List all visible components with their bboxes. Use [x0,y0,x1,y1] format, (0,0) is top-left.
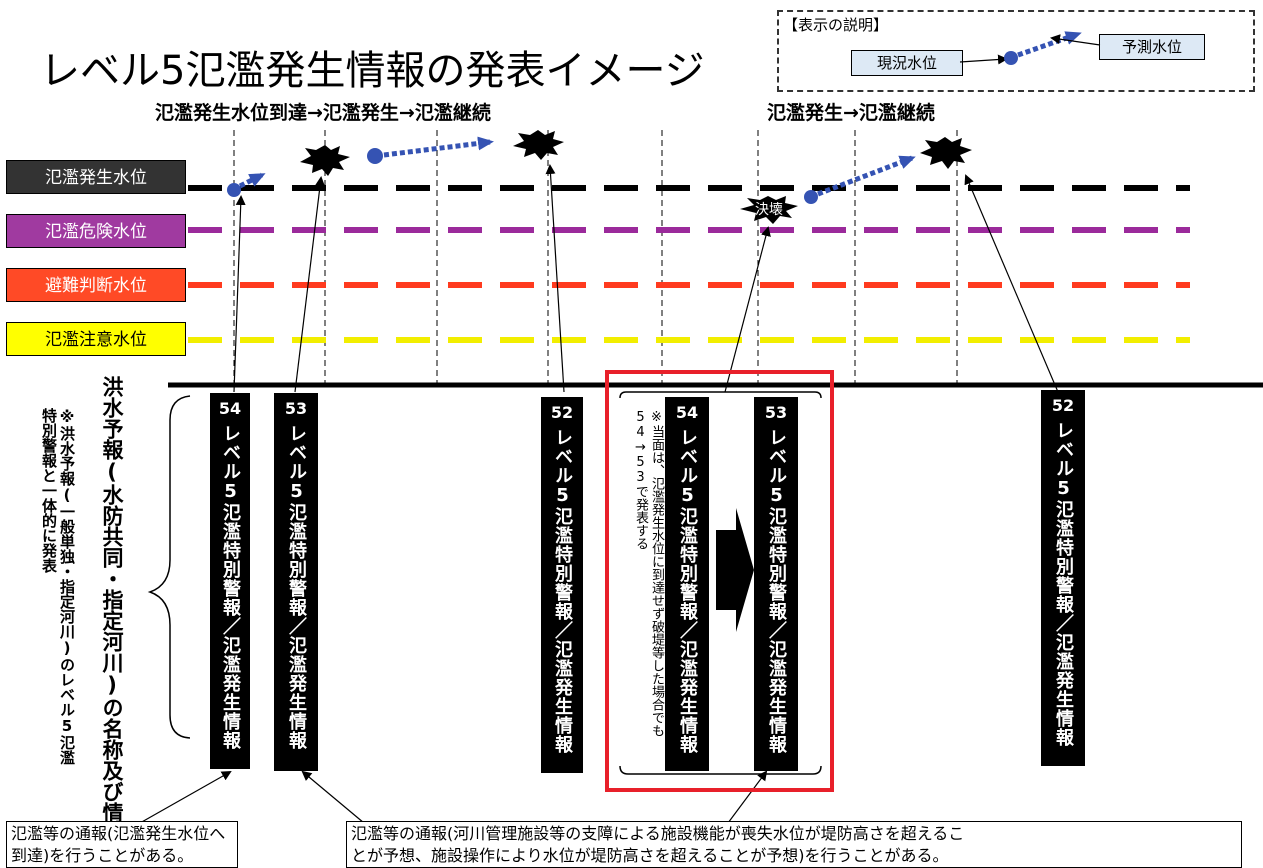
info-box-text: レベル5氾濫特別警報／氾濫発生情報 [552,428,573,754]
info-box-number: 52 [550,403,574,422]
info-box-number: 53 [764,403,788,422]
red-box-note: ※当面は、氾濫発生水位に到達せず破堤等した場合でも54→53で発表する [633,410,664,737]
water-level-markers [227,136,916,204]
note-right-line-1: 氾濫等の通報(河川管理施設等の支障による施設機能が喪失水位が堤防高さを超えるこ [351,824,965,843]
level-label-flood-danger: 氾濫危険水位 [6,214,186,248]
legend-title: 【表示の説明】 [783,16,889,34]
level-label-flood-occur: 氾濫発生水位 [6,160,186,194]
info-box-text: レベル5氾濫特別警報／氾濫発生情報 [766,428,787,754]
info-box-54-left: 54 レベル5氾濫特別警報／氾濫発生情報 [210,393,250,769]
section-title-left: 氾濫発生水位到達→氾濫発生→氾濫継続 [155,102,491,124]
info-box-54-red: 54 レベル5氾濫特別警報／氾濫発生情報 [665,397,709,771]
level-label-evac-judge: 避難判断水位 [6,268,186,302]
info-box-53-red: 53 レベル5氾濫特別警報／氾濫発生情報 [754,397,798,771]
inner-bracket-bottom [619,765,822,775]
note-right: 氾濫等の通報(河川管理施設等の支障による施設機能が喪失水位が堤防高さを超えるこ … [346,821,1242,868]
info-box-number: 52 [1051,396,1075,415]
info-box-text: レベル5氾濫特別警報／氾濫発生情報 [220,424,241,750]
legend-forecast-label: 予測水位 [1099,34,1205,60]
kekkai-label: 決壊 [755,202,783,218]
info-box-52-right: 52 レベル5氾濫特別警報／氾濫発生情報 [1041,390,1085,766]
note-right-line-2: とが予想、施設操作により水位が堤防高さを超えることが予想)を行うことがある。 [351,846,949,865]
info-box-52-left: 52 レベル5氾濫特別警報／氾濫発生情報 [541,397,583,773]
level-label-flood-caution: 氾濫注意水位 [6,322,186,356]
legend-box: 【表示の説明】 現況水位 予測水位 [777,10,1255,92]
side-note: ※洪水予報(一般単独・指定河川)のレベル5氾濫特別警報と一体的に発表 [40,408,76,765]
legend-current-label: 現況水位 [851,50,963,76]
info-box-text: レベル5氾濫特別警報／氾濫発生情報 [677,428,698,754]
side-heading: 洪水予報(水防共同・指定河川)の名称及び情報名 [100,376,124,865]
info-box-number: 53 [284,399,308,418]
info-box-53-left: 53 レベル5氾濫特別警報／氾濫発生情報 [274,393,318,771]
section-title-right: 氾濫発生→氾濫継続 [767,102,935,124]
note-left-line-1: 氾濫等の通報(氾濫発生水位へ [11,824,226,843]
transition-arrow [716,508,754,632]
note-left: 氾濫等の通報(氾濫発生水位へ 到達)を行うことがある。 [6,821,238,868]
note-left-line-2: 到達)を行うことがある。 [11,846,194,865]
info-box-number: 54 [675,403,699,422]
info-box-text: レベル5氾濫特別警報／氾濫発生情報 [286,424,307,750]
pointer-arrows [139,164,1059,824]
legend-graphic [959,31,1101,65]
left-brace [147,395,191,739]
inner-bracket-top [619,391,822,399]
flood-burst-shapes [300,130,972,224]
page-title: レベル5氾濫発生情報の発表イメージ [40,48,705,94]
red-highlight-frame [605,370,834,792]
info-box-text: レベル5氾濫特別警報／氾濫発生情報 [1053,421,1074,747]
info-box-number: 54 [218,399,242,418]
